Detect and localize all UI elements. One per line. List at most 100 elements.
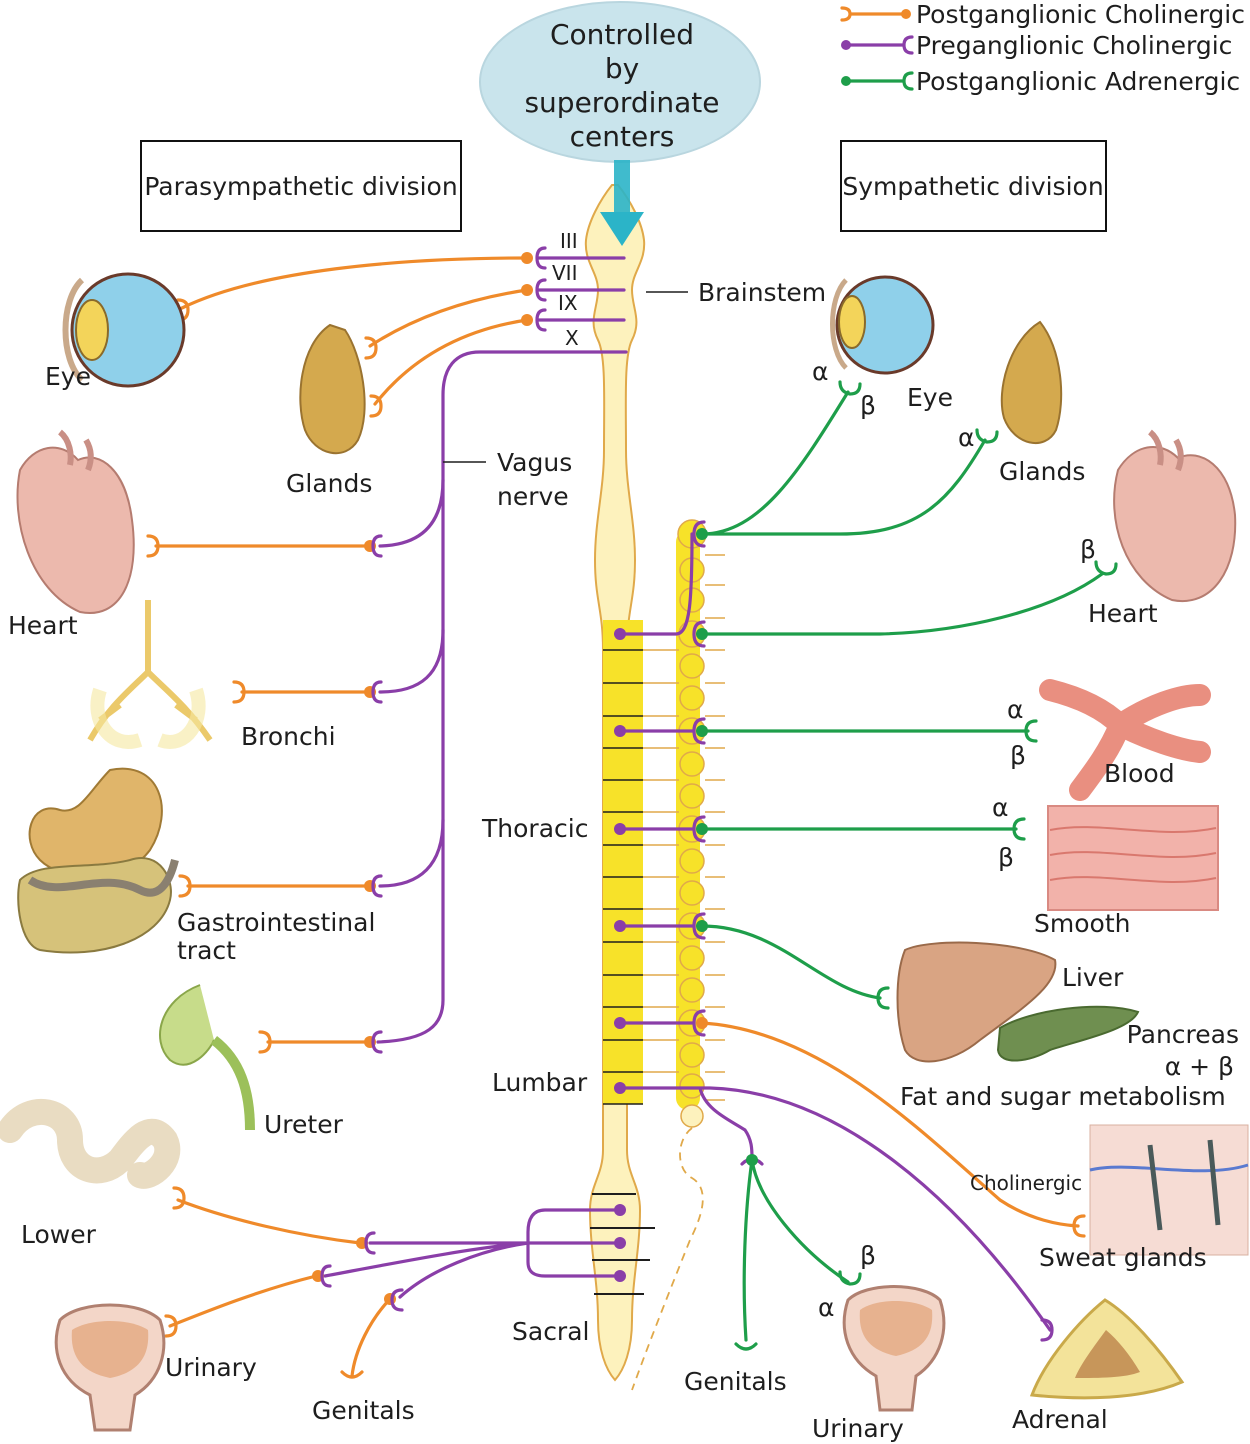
label-pancreas: Pancreas — [1127, 1020, 1239, 1049]
label-metabolism: Fat and sugar metabolism — [900, 1082, 1226, 1111]
fiber-eye-parasympathetic — [180, 256, 529, 310]
receptor-beta-urinary: β — [860, 1241, 876, 1270]
label-eye-left: Eye — [45, 362, 91, 391]
cranial-nerves: III VII IX X — [535, 229, 626, 350]
fiber-bronchi-parasympathetic — [232, 680, 372, 704]
label-gi-line1: Gastrointestinal — [177, 908, 375, 937]
receptor-beta-eye: β — [860, 391, 876, 420]
synapse-heart-pre — [371, 534, 383, 558]
sacral-segment-lines — [590, 1193, 655, 1295]
receptor-alpha-glands: α — [958, 423, 974, 452]
control-arrow — [600, 160, 644, 246]
superordinate-centers: Controlled by superordinate centers — [479, 1, 761, 163]
vagus-label-line2: nerve — [497, 482, 569, 511]
vagus-branch-bronchi — [378, 628, 445, 694]
synapse-glands-1 — [364, 336, 378, 360]
legend-postganglionic-cholinergic: Postganglionic Cholinergic — [840, 0, 1245, 29]
legend-label-postganglionic-adrenergic: Postganglionic Adrenergic — [916, 67, 1240, 96]
sacral-outflow — [164, 1186, 626, 1379]
label-genitals-left: Genitals — [312, 1396, 415, 1425]
cranial-nerve-iii — [535, 246, 626, 270]
bronchi-illustration — [87, 600, 213, 749]
receptor-alpha-eye: α — [812, 357, 828, 386]
receptor-beta-smooth: β — [998, 843, 1014, 872]
liver-illustration — [896, 941, 1057, 1063]
receptor-alpha-blood: α — [1007, 695, 1023, 724]
cranial-postganglionic-fibers — [176, 252, 533, 418]
fiber-eye-sympathetic — [700, 380, 862, 536]
fiber-gi-parasympathetic — [178, 874, 372, 898]
vagus-branch-gi — [378, 818, 445, 888]
bladder-illustration-right — [842, 1285, 946, 1412]
fiber-sweat-glands — [700, 1021, 1086, 1238]
adrenal-illustration — [1029, 1298, 1185, 1400]
fiber-heart-sympathetic — [700, 560, 1118, 636]
fiber-urinary-parasympathetic — [164, 1274, 318, 1338]
colon-illustration — [0, 1099, 181, 1189]
label-urinary-right: Urinary — [812, 1414, 904, 1443]
receptor-beta-blood: β — [1010, 741, 1026, 770]
fiber-heart-parasympathetic — [146, 534, 372, 558]
label-blood: Blood — [1104, 759, 1175, 788]
control-text-line4: centers — [570, 120, 675, 153]
thoracolumbar-segment — [603, 620, 643, 1104]
cranial-label-ix: IX — [558, 291, 578, 315]
label-genitals-right: Genitals — [684, 1367, 787, 1396]
legend: Postganglionic Cholinergic Preganglionic… — [840, 0, 1245, 96]
blood-vessel-illustration — [1039, 679, 1211, 801]
skin-illustration — [1089, 1124, 1249, 1256]
label-bronchi: Bronchi — [241, 722, 336, 751]
vagus-label-line1: Vagus — [497, 448, 572, 477]
legend-orange-line — [840, 6, 904, 22]
label-liver: Liver — [1062, 963, 1124, 992]
control-text-line2: by — [605, 52, 639, 85]
fiber-blood-sympathetic — [700, 719, 1038, 743]
chain-ganglia — [677, 519, 707, 1128]
chain-comb-teeth — [643, 554, 725, 1101]
label-lumbar: Lumbar — [492, 1068, 588, 1097]
chain-dashed-continuation — [631, 1127, 704, 1391]
label-lower: Lower — [21, 1220, 97, 1249]
cranial-label-iii: III — [560, 229, 578, 253]
label-cholinergic: Cholinergic — [970, 1171, 1082, 1195]
label-urinary-left: Urinary — [165, 1353, 257, 1382]
sympathetic-division-label: Sympathetic division — [842, 172, 1103, 201]
glands-illustration-right — [1000, 320, 1063, 445]
eye-illustration-right — [830, 275, 935, 375]
ureter-illustration — [159, 984, 255, 1131]
gi-tract-illustration — [17, 767, 179, 954]
smooth-muscle-illustration — [1047, 805, 1219, 911]
sympathetic-chain — [631, 519, 725, 1391]
pre-to-adrenal-and-pelvic — [618, 1086, 1052, 1332]
legend-orange-dot — [901, 9, 911, 19]
label-ureter: Ureter — [264, 1110, 344, 1139]
label-heart-right: Heart — [1088, 599, 1158, 628]
cranial-nerve-vii — [535, 278, 626, 302]
fiber-lower-colon — [172, 1186, 362, 1245]
legend-label-postganglionic-cholinergic: Postganglionic Cholinergic — [916, 0, 1245, 29]
segment-lines — [603, 649, 643, 1105]
sympathetic-preganglionic — [614, 520, 1054, 1342]
legend-label-preganglionic-cholinergic: Preganglionic Cholinergic — [916, 31, 1232, 60]
receptor-alpha-urinary: α — [818, 1293, 834, 1322]
synapse-glands-2 — [369, 394, 383, 418]
label-glands-left: Glands — [286, 469, 372, 498]
vagus-postganglionic-fibers — [146, 534, 383, 1054]
cranial-label-vii: VII — [552, 261, 577, 285]
brainstem-label: Brainstem — [698, 278, 826, 307]
legend-purple-line — [844, 35, 914, 55]
glands-illustration-left — [299, 323, 366, 455]
vagus-branch-heart — [378, 478, 445, 548]
label-heart-left: Heart — [8, 611, 78, 640]
pre-to-superior-ganglion — [618, 532, 694, 636]
control-text-line1: Controlled — [550, 18, 694, 51]
vagus-trunk — [376, 350, 628, 1044]
cranial-label-x: X — [565, 326, 579, 350]
receptor-alpha-smooth: α — [992, 793, 1008, 822]
fiber-smooth-sympathetic — [700, 817, 1026, 841]
label-gi-line2: tract — [177, 936, 236, 965]
eye-illustration-left — [62, 272, 186, 388]
label-thoracic: Thoracic — [481, 814, 588, 843]
fiber-glands-sympathetic — [700, 428, 999, 536]
